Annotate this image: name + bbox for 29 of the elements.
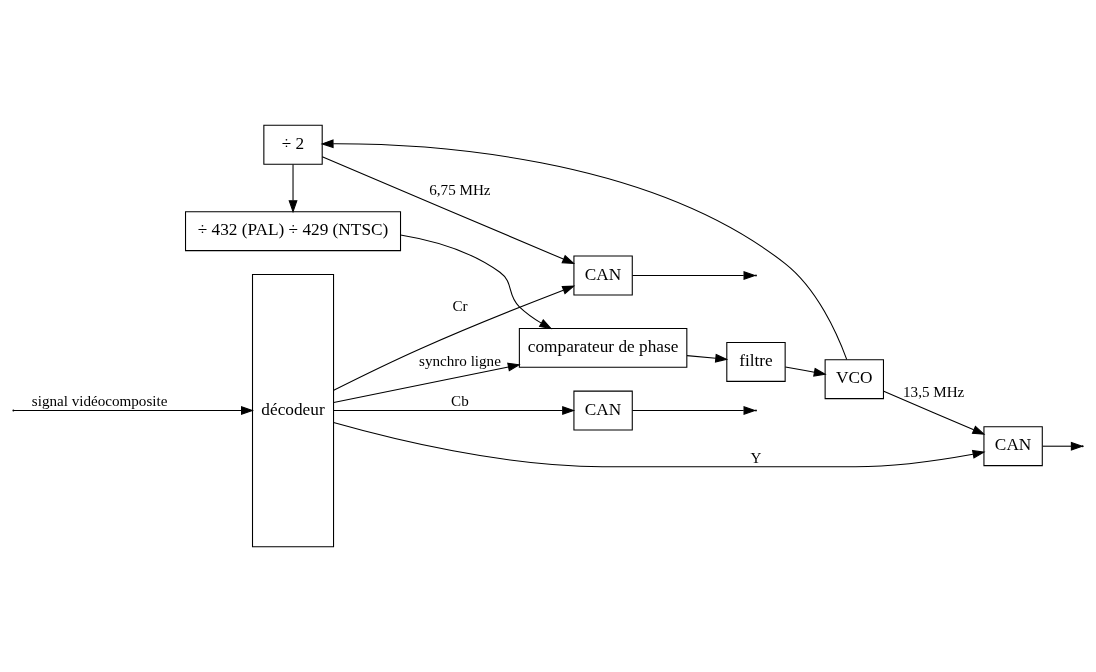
arrow bbox=[333, 285, 576, 391]
arrow bbox=[1042, 441, 1084, 451]
node-box: filtre bbox=[726, 341, 786, 382]
node-box: décodeur bbox=[251, 273, 335, 548]
arrow bbox=[333, 421, 986, 468]
arrow bbox=[13, 406, 254, 416]
arrow bbox=[784, 366, 827, 377]
edge-label: Cb bbox=[451, 393, 469, 410]
node-box: CAN bbox=[573, 390, 633, 431]
arrow bbox=[321, 156, 576, 265]
edge-label: 13,5 MHz bbox=[903, 383, 965, 400]
edge-label: signal vidéocomposite bbox=[31, 393, 168, 410]
edge-label: Y bbox=[750, 449, 762, 466]
node-box: ÷ 432 (PAL) ÷ 429 (NTSC) bbox=[185, 211, 402, 252]
arrow bbox=[320, 139, 848, 360]
arrow bbox=[686, 353, 729, 363]
arrow bbox=[333, 406, 576, 416]
node-box: comparateur de phase bbox=[518, 327, 688, 368]
edge-label: 6,75 MHz bbox=[429, 181, 491, 198]
node-box: CAN bbox=[983, 426, 1043, 467]
arrow bbox=[333, 362, 521, 404]
arrow bbox=[288, 164, 298, 214]
arrow bbox=[883, 390, 986, 435]
node-box: ÷ 2 bbox=[263, 124, 323, 165]
node-box: VCO bbox=[824, 359, 884, 400]
node-box: CAN bbox=[573, 255, 633, 296]
edge-label: Cr bbox=[452, 298, 468, 315]
arrow bbox=[400, 234, 553, 330]
edge-label: synchro ligne bbox=[419, 353, 501, 370]
